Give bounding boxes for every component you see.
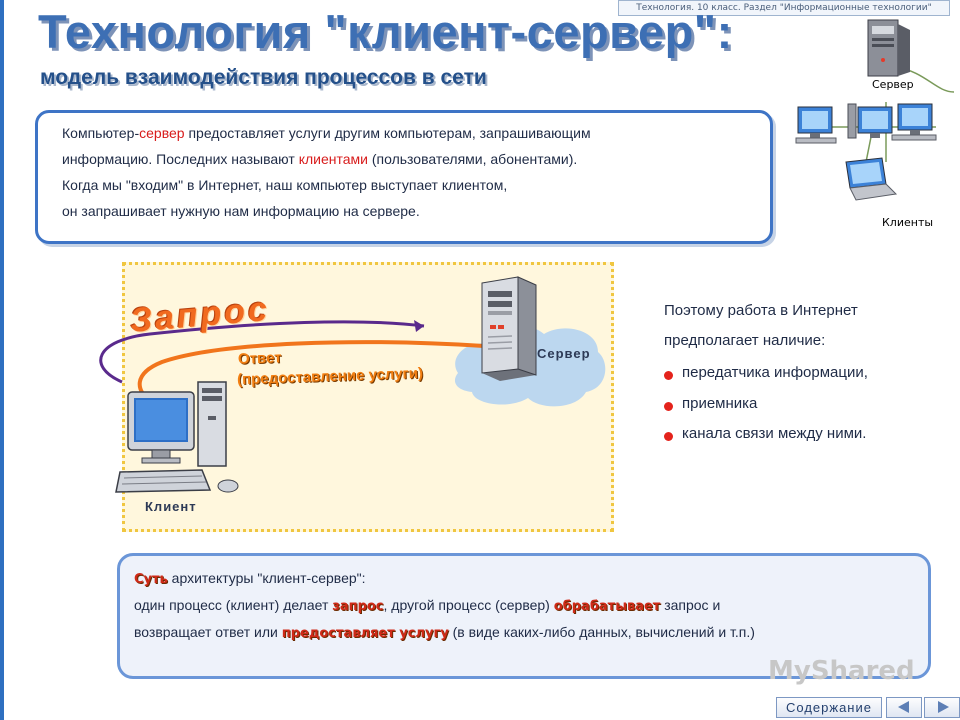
triangle-right-icon	[938, 701, 949, 713]
client-computer-icon	[891, 103, 937, 141]
summary-box: Суть архитектуры "клиент-сервер": один п…	[117, 553, 931, 679]
prev-slide-button[interactable]	[886, 697, 922, 718]
course-banner: Технология. 10 класс. Раздел "Информацио…	[618, 0, 950, 16]
process-highlight: обрабатывает	[553, 599, 661, 614]
intro-line-4: он запрашивает нужную нам информацию на …	[62, 203, 420, 219]
intro-line-3: Когда мы "входим" в Интернет, наш компью…	[62, 177, 508, 193]
summary-line-3: возвращает ответ или предоставляет услуг…	[134, 624, 755, 641]
intro-box: Компьютер-сервер предоставляет услуги др…	[35, 110, 773, 244]
requirement-item: приемника	[682, 395, 758, 412]
summary-line-2: один процесс (клиент) делает запрос, дру…	[134, 597, 721, 614]
requirement-item: передатчика информации,	[682, 364, 868, 381]
requirements-intro-1: Поэтому работа в Интернет	[664, 302, 858, 319]
response-label: Ответ	[237, 349, 282, 368]
summary-line-1: Суть архитектуры "клиент-сервер":	[134, 570, 366, 587]
requirement-item: канала связи между ними.	[682, 425, 867, 442]
bullet-icon	[664, 432, 673, 441]
diagram-clients-label: Клиенты	[882, 216, 933, 229]
intro-line-2: информацию. Последних называют клиентами…	[62, 151, 578, 167]
page-title: Технология "клиент-сервер":	[38, 5, 733, 58]
contents-button[interactable]: Содержание	[776, 697, 882, 718]
requirements-intro-2: предполагает наличие:	[664, 332, 826, 349]
term-server: сервер	[139, 125, 185, 141]
request-highlight: запрос	[332, 599, 384, 614]
client-computer-icon	[795, 106, 837, 144]
intro-line-1: Компьютер-сервер предоставляет услуги др…	[62, 125, 591, 141]
illustration-server-label: Сервер	[537, 346, 591, 361]
client-computer-icon	[847, 103, 893, 139]
page-subtitle: модель взаимодействия процессов в сети	[40, 66, 487, 89]
diagram-server-label: Сервер	[872, 78, 914, 91]
triangle-left-icon	[898, 701, 909, 713]
illustration-client-label: Клиент	[145, 499, 197, 514]
server-tower-icon	[481, 276, 537, 381]
left-accent-bar	[0, 0, 4, 720]
client-computer-icon	[115, 381, 239, 493]
service-highlight: предоставляет услугу	[281, 626, 449, 641]
watermark: MyShared	[768, 656, 915, 686]
essence-highlight: Суть	[134, 572, 168, 587]
term-clients: клиентами	[298, 151, 368, 167]
bullet-icon	[664, 402, 673, 411]
laptop-icon	[845, 157, 898, 201]
bullet-icon	[664, 371, 673, 380]
network-diagram: Сервер Клиенты	[795, 19, 955, 229]
next-slide-button[interactable]	[924, 697, 960, 718]
server-icon	[867, 19, 910, 77]
